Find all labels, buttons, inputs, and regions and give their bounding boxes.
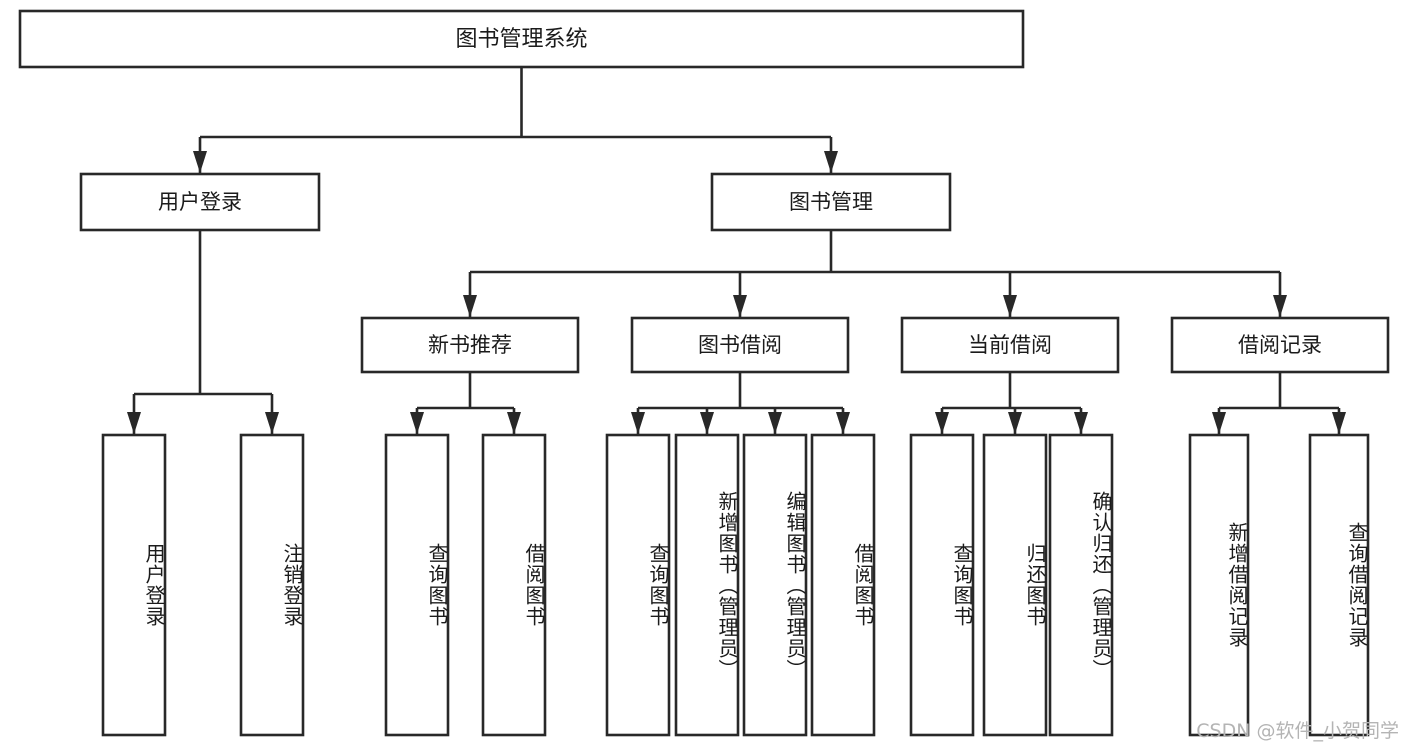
node-current-borrow-label: 当前借阅 (968, 333, 1052, 357)
node-new-book-recommend[interactable] (360, 316, 580, 374)
arrow-head-icon (193, 151, 207, 173)
arrow-head-icon (1008, 412, 1022, 434)
arrow-head-icon (507, 412, 521, 434)
leaf-box[interactable] (1048, 433, 1114, 737)
leaf-box[interactable] (101, 433, 167, 737)
arrow-head-icon (1003, 295, 1017, 317)
leaf-box[interactable] (481, 433, 547, 737)
node-root[interactable] (18, 9, 1025, 69)
node-book-borrow-label: 图书借阅 (698, 333, 782, 357)
node-user-login-label: 用户登录 (158, 190, 242, 214)
watermark: CSDN @软件_小贺同学 (1196, 720, 1399, 742)
arrow-head-icon (1212, 412, 1226, 434)
arrow-head-icon (836, 412, 850, 434)
node-borrow-record[interactable] (1170, 316, 1390, 374)
arrow-head-icon (768, 412, 782, 434)
arrow-head-icon (631, 412, 645, 434)
node-current-borrow[interactable] (900, 316, 1120, 374)
connector-layer (127, 67, 1346, 434)
arrow-head-icon (410, 412, 424, 434)
arrow-head-icon (1273, 295, 1287, 317)
arrow-head-icon (1332, 412, 1346, 434)
node-book-manage-label: 图书管理 (789, 190, 873, 214)
node-book-manage[interactable] (710, 172, 952, 232)
leaf-box[interactable] (674, 433, 740, 737)
node-root-label: 图书管理系统 (455, 27, 587, 52)
arrow-head-icon (127, 412, 141, 434)
leaf-box[interactable] (239, 433, 305, 737)
arrow-head-icon (935, 412, 949, 434)
leaf-box[interactable] (384, 433, 450, 737)
leaf-box[interactable] (810, 433, 876, 737)
leaf-box[interactable] (1308, 433, 1370, 737)
node-new-book-recommend-label: 新书推荐 (428, 333, 512, 357)
leaf-box[interactable] (982, 433, 1048, 737)
arrow-head-icon (1074, 412, 1088, 434)
leaf-box[interactable] (909, 433, 975, 737)
arrow-head-icon (733, 295, 747, 317)
node-user-login[interactable] (79, 172, 321, 232)
arrow-head-icon (824, 151, 838, 173)
node-borrow-record-label: 借阅记录 (1238, 333, 1322, 357)
node-box-layer (18, 9, 1390, 737)
arrow-head-icon (700, 412, 714, 434)
arrow-head-icon (265, 412, 279, 434)
leaf-box[interactable] (1188, 433, 1250, 737)
node-book-borrow[interactable] (630, 316, 850, 374)
leaf-box[interactable] (605, 433, 671, 737)
arrow-head-icon (463, 295, 477, 317)
leaf-box[interactable] (742, 433, 808, 737)
